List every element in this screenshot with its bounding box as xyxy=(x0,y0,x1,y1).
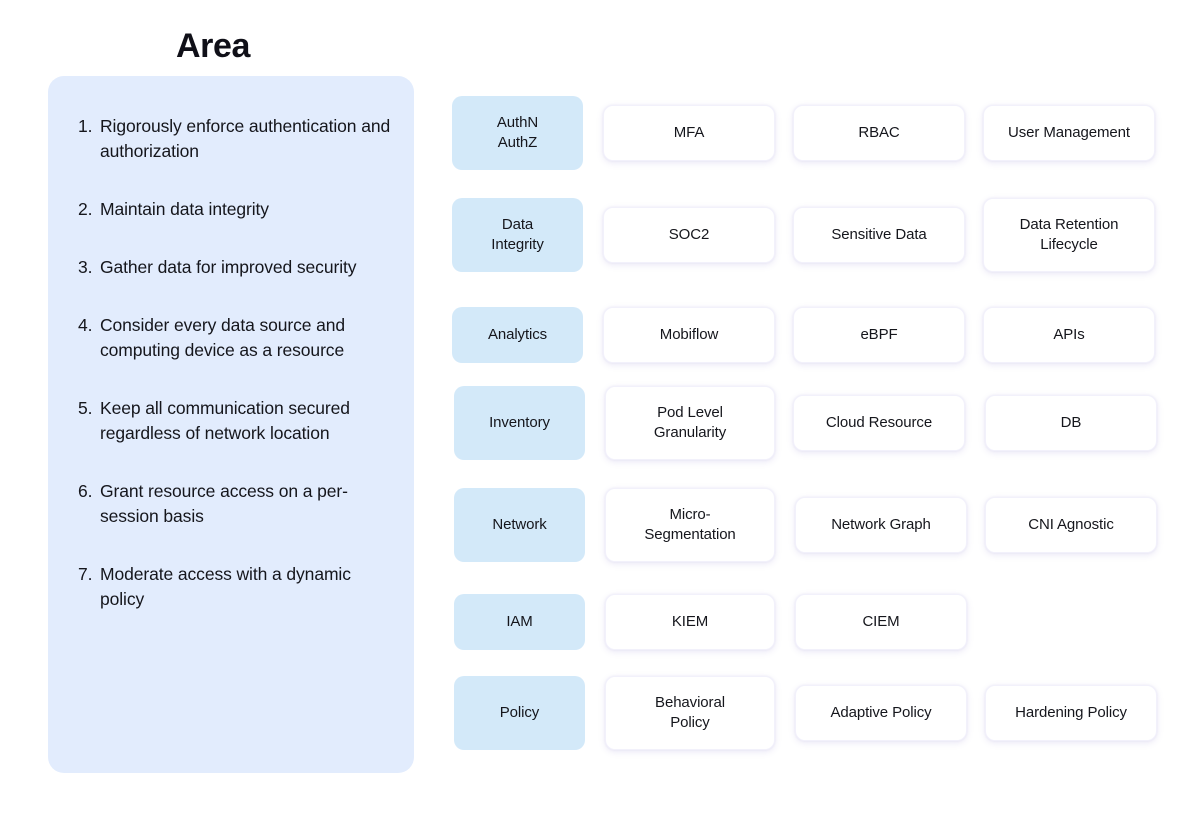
principle-item: 3. Gather data for improved security xyxy=(78,255,392,280)
matrix-item-label: MFA xyxy=(673,124,705,141)
matrix-item-label: RBAC xyxy=(858,124,900,141)
matrix-category-label: Policy xyxy=(499,704,540,721)
matrix-item-card[interactable]: User Management xyxy=(983,105,1155,161)
principle-number: 3. xyxy=(78,257,93,277)
principles-panel: 1. Rigorously enforce authentication and … xyxy=(48,76,414,773)
page-title: Area xyxy=(176,27,251,65)
principle-text: Moderate access with a dynamic policy xyxy=(100,564,351,609)
matrix-item-card[interactable]: Hardening Policy xyxy=(985,685,1157,741)
matrix-item-label: Sensitive Data xyxy=(831,226,927,243)
principle-item: 2. Maintain data integrity xyxy=(78,197,392,222)
principle-text: Keep all communication secured regardles… xyxy=(100,398,350,443)
matrix-item-card[interactable]: Cloud Resource xyxy=(793,395,965,451)
principle-number: 7. xyxy=(78,564,93,584)
matrix-item-label: Cloud Resource xyxy=(825,414,933,431)
principle-number: 6. xyxy=(78,481,93,501)
matrix-category-label: Analytics xyxy=(487,326,548,343)
matrix-row: Network Micro-Segmentation Network Graph CN… xyxy=(452,488,1162,562)
matrix-category-chip[interactable]: Inventory xyxy=(454,386,585,460)
principle-text: Rigorously enforce authentication and au… xyxy=(100,116,391,161)
matrix-row: IAM KIEM CIEM xyxy=(452,594,1162,650)
matrix-item-card[interactable]: RBAC xyxy=(793,105,965,161)
matrix-item-label: CNI Agnostic xyxy=(1028,516,1114,533)
matrix-item-card[interactable]: CIEM xyxy=(795,594,967,650)
matrix-item-card[interactable]: Mobiflow xyxy=(603,307,775,363)
principle-item: 1. Rigorously enforce authentication and … xyxy=(78,114,392,164)
matrix-row: Analytics Mobiflow eBPF APIs xyxy=(452,307,1162,363)
matrix-item-label: SOC2 xyxy=(668,226,710,243)
matrix-item-card[interactable]: Network Graph xyxy=(795,497,967,553)
matrix-category-chip[interactable]: Network xyxy=(454,488,585,562)
matrix-item-card[interactable]: eBPF xyxy=(793,307,965,363)
matrix-item-label: Network Graph xyxy=(831,516,931,533)
principle-number: 1. xyxy=(78,116,93,136)
principle-text: Grant resource access on a per-session b… xyxy=(100,481,348,526)
matrix-item-card[interactable]: Sensitive Data xyxy=(793,207,965,263)
matrix-item-label: DB xyxy=(1060,414,1082,431)
matrix-item-card[interactable]: Adaptive Policy xyxy=(795,685,967,741)
principle-number: 4. xyxy=(78,315,93,335)
matrix-item-label: User Management xyxy=(1008,124,1130,141)
principle-text: Maintain data integrity xyxy=(100,199,269,219)
principles-list: 1. Rigorously enforce authentication and … xyxy=(78,114,392,612)
principle-number: 2. xyxy=(78,199,93,219)
matrix-item-card[interactable]: KIEM xyxy=(605,594,775,650)
matrix-item-label: Micro-Segmentation xyxy=(644,506,736,543)
matrix-category-chip[interactable]: Analytics xyxy=(452,307,583,363)
matrix-item-label: APIs xyxy=(1053,326,1085,343)
matrix-item-card[interactable]: DB xyxy=(985,395,1157,451)
matrix-item-label: Mobiflow xyxy=(659,326,719,343)
matrix-category-label: Network xyxy=(492,516,547,533)
matrix-item-card[interactable]: Micro-Segmentation xyxy=(605,488,775,562)
principle-text: Consider every data source and computing… xyxy=(100,315,346,360)
matrix-category-label: IAM xyxy=(506,613,533,630)
matrix-item-card[interactable]: MFA xyxy=(603,105,775,161)
left-column: Area 1. Rigorously enforce authentication… xyxy=(48,0,414,816)
matrix-category-chip[interactable]: IAM xyxy=(454,594,585,650)
matrix-item-label: Adaptive Policy xyxy=(830,704,932,721)
principle-item: 5. Keep all communication secured regardl… xyxy=(78,396,392,446)
matrix-category-label: Inventory xyxy=(489,414,550,431)
matrix-item-card[interactable]: SOC2 xyxy=(603,207,775,263)
principle-item: 4. Consider every data source and computi… xyxy=(78,313,392,363)
matrix-item-label: CIEM xyxy=(862,613,900,630)
principle-item: 6. Grant resource access on a per-session… xyxy=(78,479,392,529)
principle-number: 5. xyxy=(78,398,93,418)
principle-text: Gather data for improved security xyxy=(100,257,357,277)
principle-item: 7. Moderate access with a dynamic policy xyxy=(78,562,392,612)
matrix-item-card[interactable]: CNI Agnostic xyxy=(985,497,1157,553)
matrix-item-card[interactable]: APIs xyxy=(983,307,1155,363)
matrix-item-label: KIEM xyxy=(671,613,709,630)
matrix-item-label: Hardening Policy xyxy=(1015,704,1127,721)
matrix-item-label: eBPF xyxy=(860,326,898,343)
matrix-category-chip[interactable]: Policy xyxy=(454,676,585,750)
